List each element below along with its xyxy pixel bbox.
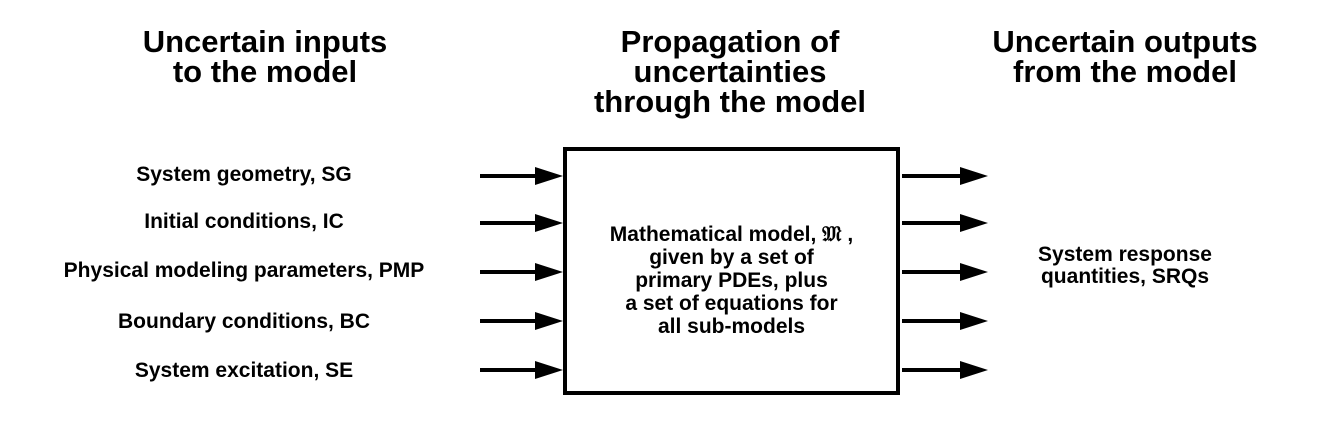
arrowhead bbox=[960, 312, 988, 330]
input-label-physical-modeling-parameters: Physical modeling parameters, PMP bbox=[63, 259, 425, 282]
output-label-srqs: System response quantities, SRQs bbox=[1038, 243, 1212, 288]
propagation-heading: Propagation of uncertainties through the… bbox=[593, 24, 867, 119]
arrowhead bbox=[535, 263, 563, 281]
arrowhead bbox=[960, 167, 988, 185]
outputs-heading: Uncertain outputs from the model bbox=[992, 24, 1258, 89]
arrowhead bbox=[535, 361, 563, 379]
input-label-initial-conditions: Initial conditions, IC bbox=[144, 210, 344, 233]
arrowhead bbox=[535, 167, 563, 185]
arrowhead bbox=[535, 312, 563, 330]
inputs-heading: Uncertain inputs to the model bbox=[142, 24, 388, 89]
arrowhead bbox=[960, 361, 988, 379]
mathematical-model-box: Mathematical model, 𝔐 , given by a set o… bbox=[563, 147, 900, 395]
input-label-boundary-conditions: Boundary conditions, BC bbox=[118, 310, 370, 333]
model-description: Mathematical model, 𝔐 , given by a set o… bbox=[609, 223, 854, 338]
input-label-system-geometry: System geometry, SG bbox=[136, 163, 352, 186]
arrowhead bbox=[960, 263, 988, 281]
arrowhead bbox=[535, 214, 563, 232]
input-label-system-excitation: System excitation, SE bbox=[134, 359, 354, 382]
arrowhead bbox=[960, 214, 988, 232]
